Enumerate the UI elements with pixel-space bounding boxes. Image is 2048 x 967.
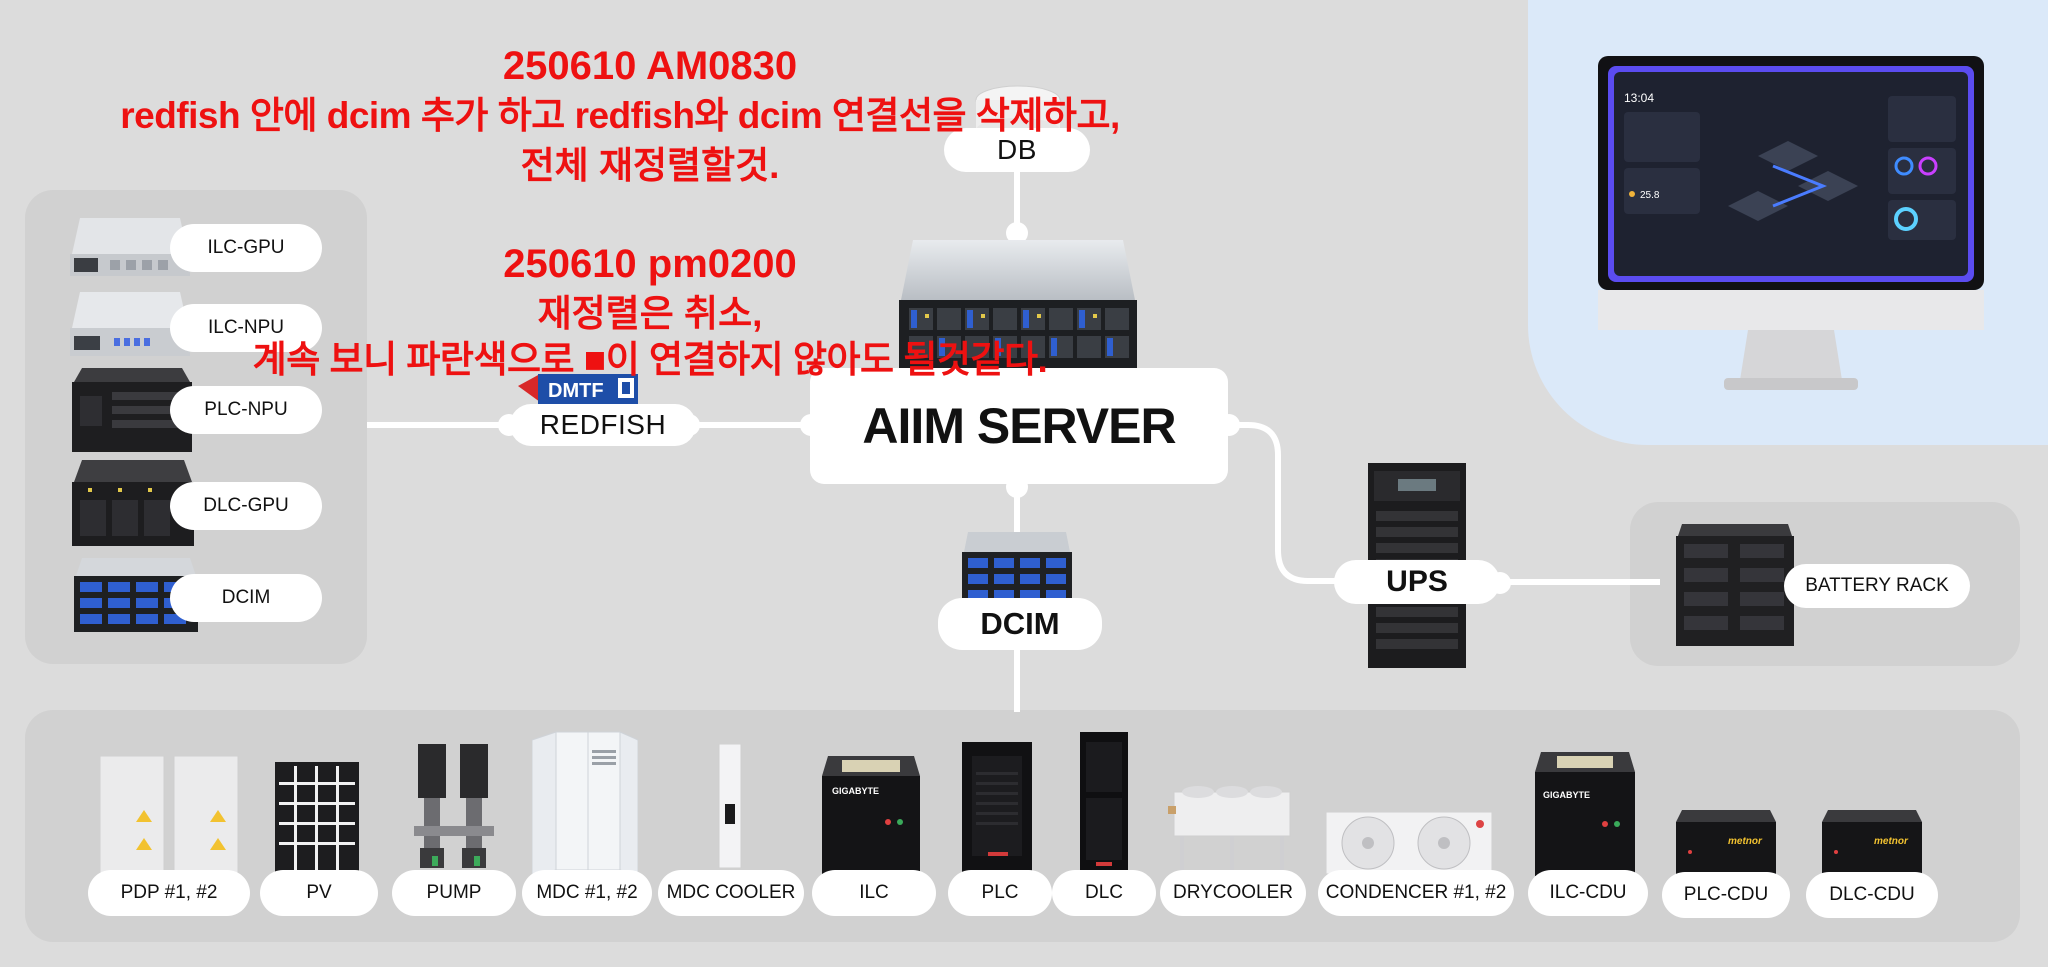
battery-rack-label: BATTERY RACK xyxy=(1784,564,1970,608)
bottom-item-label: PDP #1, #2 xyxy=(88,870,250,916)
bottom-item-label: MDC COOLER xyxy=(658,870,804,916)
dlc-cdu-image: metnor xyxy=(1822,810,1922,876)
ups-label: UPS xyxy=(1334,560,1500,604)
svg-text:metnor: metnor xyxy=(1874,836,1909,847)
plc-cabinet-image xyxy=(962,742,1032,874)
bottom-item-label: CONDENCER #1, #2 xyxy=(1318,870,1514,916)
connector-dcim-bottom xyxy=(1014,650,1020,712)
ilc-cdu-image: GIGABYTE xyxy=(1535,752,1635,876)
junction-dot xyxy=(1006,222,1028,244)
dlc-cabinet-image xyxy=(1080,732,1128,874)
bottom-item-label: DRYCOOLER xyxy=(1160,870,1306,916)
annotation-note-1-line-1: redfish 안에 dcim 추가 하고 redfish와 dcim 연결선을… xyxy=(120,95,1120,136)
mdc-cooler-image xyxy=(718,744,742,868)
bottom-item-label: DLC-CDU xyxy=(1806,872,1938,918)
plc-cdu-image: metnor xyxy=(1676,810,1776,876)
dcim-server-image xyxy=(962,532,1072,608)
svg-text:DMTF: DMTF xyxy=(548,380,604,402)
connector-server-ups xyxy=(1226,422,1346,584)
aiim-server-label: AIIM SERVER xyxy=(810,368,1228,484)
svg-text:13:04: 13:04 xyxy=(1624,91,1654,105)
db-label: DB xyxy=(944,128,1090,172)
svg-text:metnor: metnor xyxy=(1728,836,1763,847)
condenser-image xyxy=(1326,812,1492,874)
svg-text:25.8: 25.8 xyxy=(1640,190,1660,201)
ilc-npu-image xyxy=(70,292,190,356)
left-item-label: ILC-NPU xyxy=(170,304,322,352)
dcim-label: DCIM xyxy=(938,598,1102,650)
annotation-note-2-title: 250610 pm0200 xyxy=(503,242,797,286)
bottom-item-label: PLC xyxy=(948,870,1052,916)
pump-image xyxy=(414,744,494,868)
bottom-item-label: PV xyxy=(260,870,378,916)
left-item-label: DCIM xyxy=(170,574,322,622)
svg-text:GIGABYTE: GIGABYTE xyxy=(832,786,879,796)
bottom-item-label: DLC xyxy=(1052,870,1156,916)
pdp-cabinet-image xyxy=(100,756,239,874)
connector-ups-battery xyxy=(1500,579,1660,585)
annotation-note-2-line-2: 계속 보니 파란색으로 ■이 연결하지 않아도 될것같다. xyxy=(252,339,1048,380)
monitor-dashboard-image: 13:04 25.8 xyxy=(1598,56,1984,390)
ilc-gpu-image xyxy=(70,218,190,276)
svg-text:GIGABYTE: GIGABYTE xyxy=(1543,790,1590,800)
left-item-label: PLC-NPU xyxy=(170,386,322,434)
connector-redfish-server xyxy=(690,422,812,428)
ilc-cabinet-image: GIGABYTE xyxy=(822,756,920,878)
annotation-note-1-line-2: 전체 재정렬할것. xyxy=(520,145,780,186)
annotation-note-2-line-1: 재정렬은 취소, xyxy=(537,293,763,334)
drycooler-image xyxy=(1168,786,1291,870)
mdc-image xyxy=(532,731,638,876)
bottom-item-label: PUMP xyxy=(392,870,516,916)
pv-panel-image xyxy=(275,762,359,874)
bottom-item-label: PLC-CDU xyxy=(1662,872,1790,918)
bottom-item-label: ILC-CDU xyxy=(1528,870,1648,916)
left-item-label: ILC-GPU xyxy=(170,224,322,272)
left-item-label: DLC-GPU xyxy=(170,482,322,530)
connector-panel-redfish xyxy=(367,422,517,428)
bottom-item-label: ILC xyxy=(812,870,936,916)
battery-rack-image xyxy=(1676,524,1794,646)
dmtf-logo: DMTF xyxy=(518,374,638,404)
redfish-label: REDFISH xyxy=(510,404,696,446)
annotation-note-1-title: 250610 AM0830 xyxy=(502,44,798,88)
bottom-item-label: MDC #1, #2 xyxy=(522,870,652,916)
